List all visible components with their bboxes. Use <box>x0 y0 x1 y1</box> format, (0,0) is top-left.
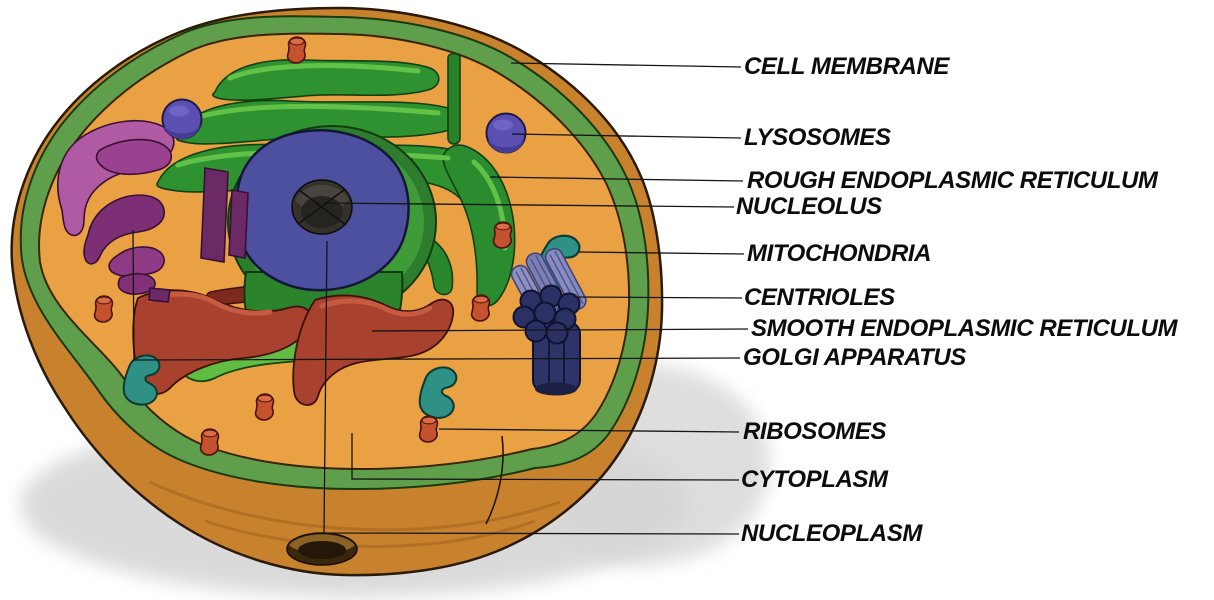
leader-line-rough-er <box>489 176 744 182</box>
underside-seam <box>485 435 504 525</box>
nucleolus-x-mark <box>297 189 347 226</box>
leader-line-cytoplasm <box>351 433 740 481</box>
leader-line-cell-membrane <box>510 62 742 68</box>
label-rough-endoplasmic-reticulum: ROUGH ENDOPLASMIC RETICULUM <box>747 167 1158 194</box>
leader-line-mitochondria <box>578 251 745 255</box>
label-lysosomes: LYSOSOMES <box>744 124 891 151</box>
centrioles <box>510 247 587 396</box>
label-mitochondria: MITOCHONDRIA <box>747 240 932 267</box>
leader-line-golgi <box>132 229 741 361</box>
lysosome-left <box>161 98 203 140</box>
label-cell-membrane: CELL MEMBRANE <box>744 53 950 80</box>
bottom-opening <box>286 532 358 566</box>
leader-line-ribosomes <box>438 428 740 433</box>
smooth-endoplasmic-reticulum <box>132 289 455 406</box>
leader-line-lysosomes <box>511 133 742 139</box>
label-smooth-endoplasmic-reticulum: SMOOTH ENDOPLASMIC RETICULUM <box>751 315 1178 342</box>
golgi-apparatus <box>57 120 249 303</box>
label-cytoplasm: CYTOPLASM <box>741 466 888 493</box>
leader-line-centrioles <box>573 296 743 299</box>
lysosome-right <box>485 112 527 154</box>
leader-lines <box>132 62 749 535</box>
leader-line-nucleoplasm <box>323 240 740 535</box>
label-nucleolus: NUCLEOLUS <box>736 193 882 220</box>
leader-line-nucleolus <box>324 202 735 208</box>
label-golgi-apparatus: GOLGI APPARATUS <box>743 344 966 371</box>
label-ribosomes: RIBOSOMES <box>743 418 887 445</box>
label-centrioles: CENTRIOLES <box>744 284 895 311</box>
leader-line-smooth-er <box>371 328 749 332</box>
label-nucleoplasm: NUCLEOPLASM <box>741 520 922 547</box>
